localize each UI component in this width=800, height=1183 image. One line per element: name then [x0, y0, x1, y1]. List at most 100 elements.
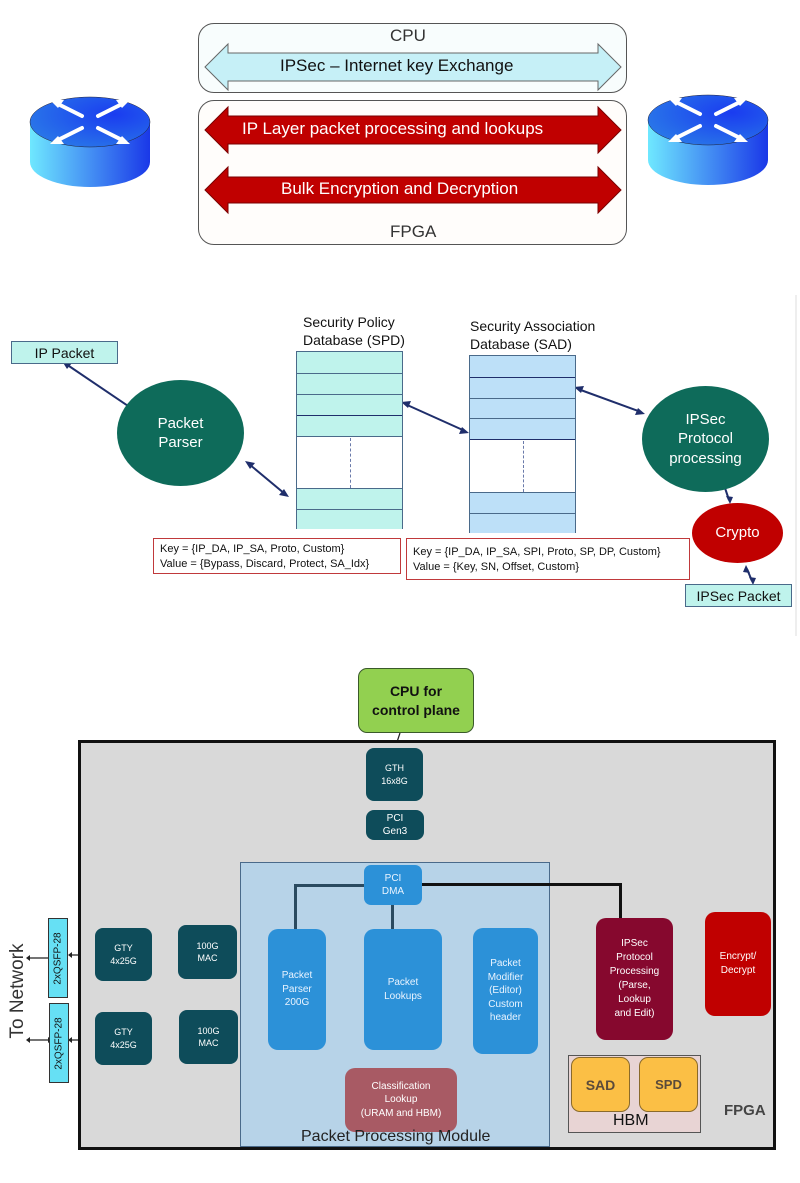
mac-block-1: 100G MAC [178, 925, 237, 979]
cpu-control-plane-box: CPU for control plane [358, 668, 474, 733]
sad-memory-block: SAD [571, 1057, 630, 1112]
ip-packet-label: IP Packet [34, 344, 95, 361]
ipsec-block-line4: (Parse, [618, 980, 651, 991]
bulk-arrow-label: Bulk Encryption and Decryption [281, 179, 519, 198]
gty-block-2: GTY 4x25G [95, 1012, 152, 1065]
fpga-corner-label: FPGA [724, 1102, 766, 1119]
gty-1-line2: 4x25G [110, 955, 137, 966]
sad-title: Security Association Database (SAD) [470, 317, 595, 353]
pci-dma-block: PCI DMA [364, 865, 422, 905]
packet-lookups-line2: Lookups [384, 990, 422, 1002]
packet-parser-block-line3: 200G [284, 997, 310, 1009]
dma-bus-lookups-drop [391, 905, 394, 929]
sad-key-text: Key = {IP_DA, IP_SA, SPI, Proto, SP, DP,… [413, 546, 661, 558]
ipsec-block-line5: Lookup [618, 994, 651, 1005]
ipsec-block-line2: Protocol [616, 952, 653, 963]
gth-block: GTH 16x8G [366, 748, 423, 801]
qsfp-port-2: 2xQSFP-28 [49, 1003, 69, 1083]
crypto-label: Crypto [715, 524, 760, 542]
gty-1-line1: GTY [114, 943, 133, 954]
gty-2-line2: 4x25G [110, 1039, 137, 1050]
crypto-node: Crypto [692, 503, 783, 563]
ipsec-block-line1: IPSec [621, 938, 648, 949]
ipsec-packet-box: IPSec Packet [685, 584, 792, 607]
gty-2-line1: GTY [114, 1027, 133, 1038]
classification-line2: Lookup [384, 1094, 418, 1106]
packet-parser-node: Packet Parser [117, 380, 244, 486]
packet-modifier-line1: Packet [490, 958, 521, 970]
router-icon-left [29, 96, 151, 187]
dma-bus-ipsec-drop [619, 883, 622, 919]
pci-dma-line1: PCI [384, 872, 402, 884]
packet-modifier-block: Packet Modifier (Editor) Custom header [473, 928, 538, 1054]
ipsec-processing-node: IPSec Protocol processing [642, 386, 769, 492]
packet-parser-line2: Parser [158, 434, 203, 451]
ipsec-processing-line3: processing [669, 449, 742, 467]
sad-key-value-box: Key = {IP_DA, IP_SA, SPI, Proto, SP, DP,… [406, 538, 690, 580]
ipsec-block-line3: Processing [609, 966, 660, 977]
ipsec-packet-label: IPSec Packet [696, 587, 781, 604]
ipsec-block-line6: and Edit) [614, 1008, 655, 1019]
encrypt-decrypt-block: Encrypt/ Decrypt [705, 912, 771, 1016]
classification-line1: Classification [371, 1080, 431, 1092]
packet-modifier-line5: header [489, 1012, 522, 1024]
mac-1-line1: 100G [196, 940, 219, 951]
mac-2-line2: MAC [198, 1038, 219, 1048]
encrypt-line1: Encrypt/ [719, 951, 757, 962]
spd-key-text: Key = {IP_DA, IP_SA, Proto, Custom} [160, 543, 345, 555]
spd-memory-block: SPD [639, 1057, 698, 1112]
spd-title-line2: Database (SPD) [303, 332, 405, 349]
packet-parser-line1: Packet [157, 414, 204, 432]
dma-bus-right [422, 883, 622, 886]
spd-title: Security Policy Database (SPD) [303, 313, 405, 349]
dma-bus-left [294, 884, 364, 887]
sad-title-line1: Security Association [470, 318, 596, 334]
sad-value-text: Value = {Key, SN, Offset, Custom} [413, 561, 579, 574]
cpu-control-bold: CPU [389, 683, 420, 700]
mac-block-2: 100G MAC [179, 1010, 238, 1064]
ip-layer-arrow-label: IP Layer packet processing and lookups [242, 119, 544, 138]
gth-line2: 16x8G [381, 775, 408, 786]
spd-memory-label: SPD [655, 1077, 682, 1092]
ipsec-processing-line1: IPSec [685, 410, 726, 428]
packet-modifier-line4: Custom [488, 998, 523, 1010]
sad-title-line2: Database (SAD) [470, 336, 572, 353]
spd-key-value-box: Key = {IP_DA, IP_SA, Proto, Custom} Valu… [153, 538, 401, 574]
pci-gen3-line2: Gen3 [382, 826, 408, 837]
cpu-control-for: for [419, 683, 443, 700]
to-network-label: To Network [7, 943, 28, 1039]
pci-gen3-line1: PCI [386, 812, 404, 824]
cpu-control-plane: control plane [372, 701, 460, 718]
pci-dma-line2: DMA [381, 886, 405, 897]
ipsec-protocol-block: IPSec Protocol Processing (Parse, Lookup… [596, 918, 673, 1040]
cpu-label: CPU [390, 26, 426, 45]
spd-title-line1: Security Policy [303, 314, 395, 330]
ppm-label: Packet Processing Module [301, 1128, 491, 1145]
fpga-label: FPGA [390, 222, 437, 241]
qsfp-port-1: 2xQSFP-28 [48, 918, 68, 998]
to-network-label-wrap: To Network [7, 943, 28, 1038]
ip-packet-box: IP Packet [11, 341, 118, 364]
packet-parser-block-line2: Parser [282, 983, 312, 995]
hbm-label: HBM [613, 1112, 649, 1129]
qsfp-port-2-label: 2xQSFP-28 [53, 1016, 65, 1070]
classification-lookup-block: Classification Lookup (URAM and HBM) [345, 1068, 457, 1132]
mac-2-line1: 100G [197, 1025, 220, 1036]
packet-lookups-block: Packet Lookups [364, 929, 442, 1050]
dma-bus-parser-drop [294, 884, 297, 930]
router-icon-right [647, 94, 769, 185]
gth-line1: GTH [385, 763, 404, 774]
qsfp-port-1-label: 2xQSFP-28 [52, 931, 64, 985]
packet-modifier-line3: (Editor) [489, 985, 522, 997]
encrypt-line2: Decrypt [720, 965, 756, 976]
mac-1-line2: MAC [197, 953, 218, 963]
spd-table [296, 351, 403, 529]
packet-modifier-line2: Modifier [487, 971, 524, 983]
ike-arrow-label: IPSec – Internet key Exchange [280, 56, 514, 75]
sad-memory-label: SAD [585, 1076, 616, 1093]
ipsec-processing-line2: Protocol [677, 430, 734, 448]
packet-parser-block-line1: Packet [281, 970, 313, 982]
sad-table [469, 355, 576, 533]
gty-block-1: GTY 4x25G [95, 928, 152, 981]
spd-value-text: Value = {Bypass, Discard, Protect, SA_Id… [160, 558, 370, 571]
